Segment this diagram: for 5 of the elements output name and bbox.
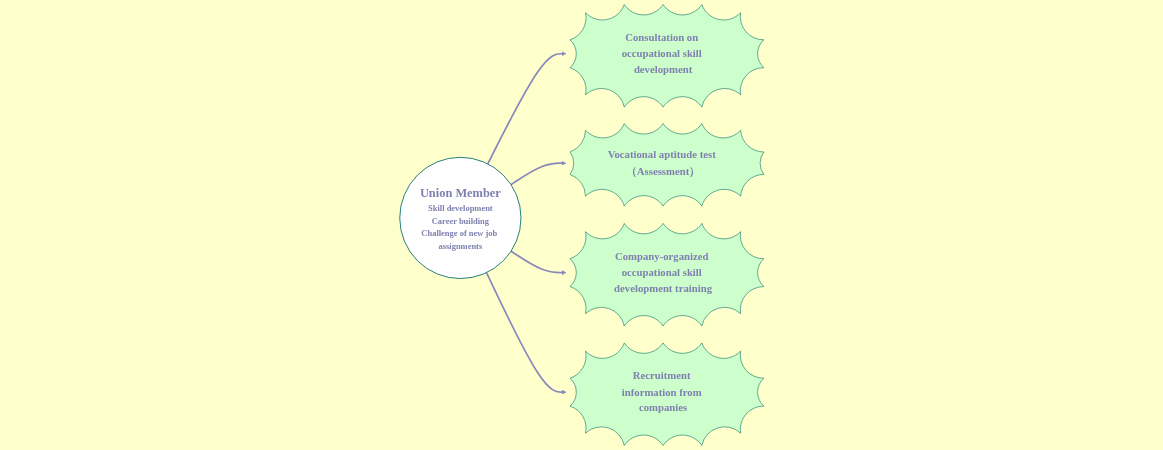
arrow	[486, 51, 567, 165]
arrow	[485, 271, 567, 395]
arrow	[509, 160, 567, 186]
arrow	[509, 250, 567, 276]
node-circle: Union Member Skill development Career building Challenge of new job assignments	[399, 156, 522, 279]
